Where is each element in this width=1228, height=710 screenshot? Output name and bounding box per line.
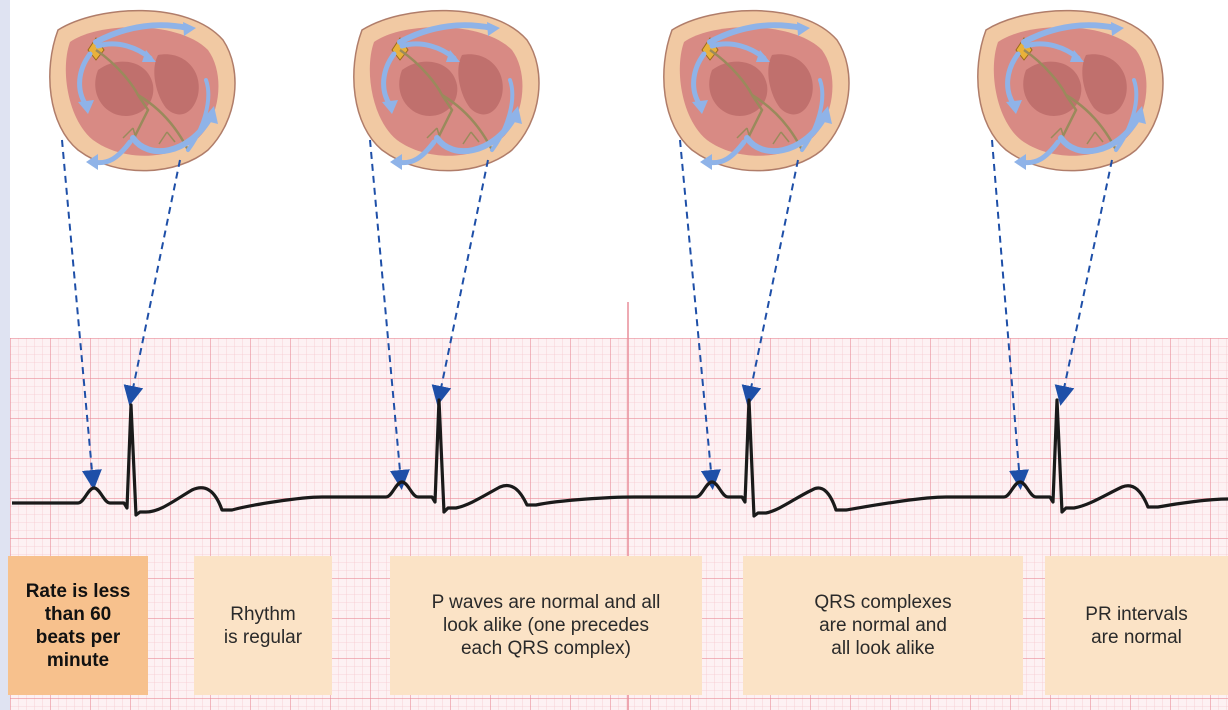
heart-conduction-icon	[50, 11, 235, 171]
caption-rate: Rate is less than 60 beats per minute	[8, 556, 148, 695]
heart-conduction-icon	[664, 11, 849, 171]
caption-p-waves: P waves are normal and all look alike (o…	[390, 556, 702, 695]
caption-pr-intervals: PR intervals are normal	[1045, 556, 1228, 695]
caption-rhythm-text: Rhythm is regular	[224, 603, 302, 649]
caption-rate-text: Rate is less than 60 beats per minute	[26, 580, 131, 672]
caption-qrs: QRS complexes are normal and all look al…	[743, 556, 1023, 695]
heart-conduction-icon	[354, 11, 539, 171]
caption-p-waves-text: P waves are normal and all look alike (o…	[432, 591, 661, 660]
heart-conduction-icon	[978, 11, 1163, 171]
caption-qrs-text: QRS complexes are normal and all look al…	[814, 591, 951, 660]
caption-rhythm: Rhythm is regular	[194, 556, 332, 695]
caption-pr-intervals-text: PR intervals are normal	[1085, 603, 1187, 649]
